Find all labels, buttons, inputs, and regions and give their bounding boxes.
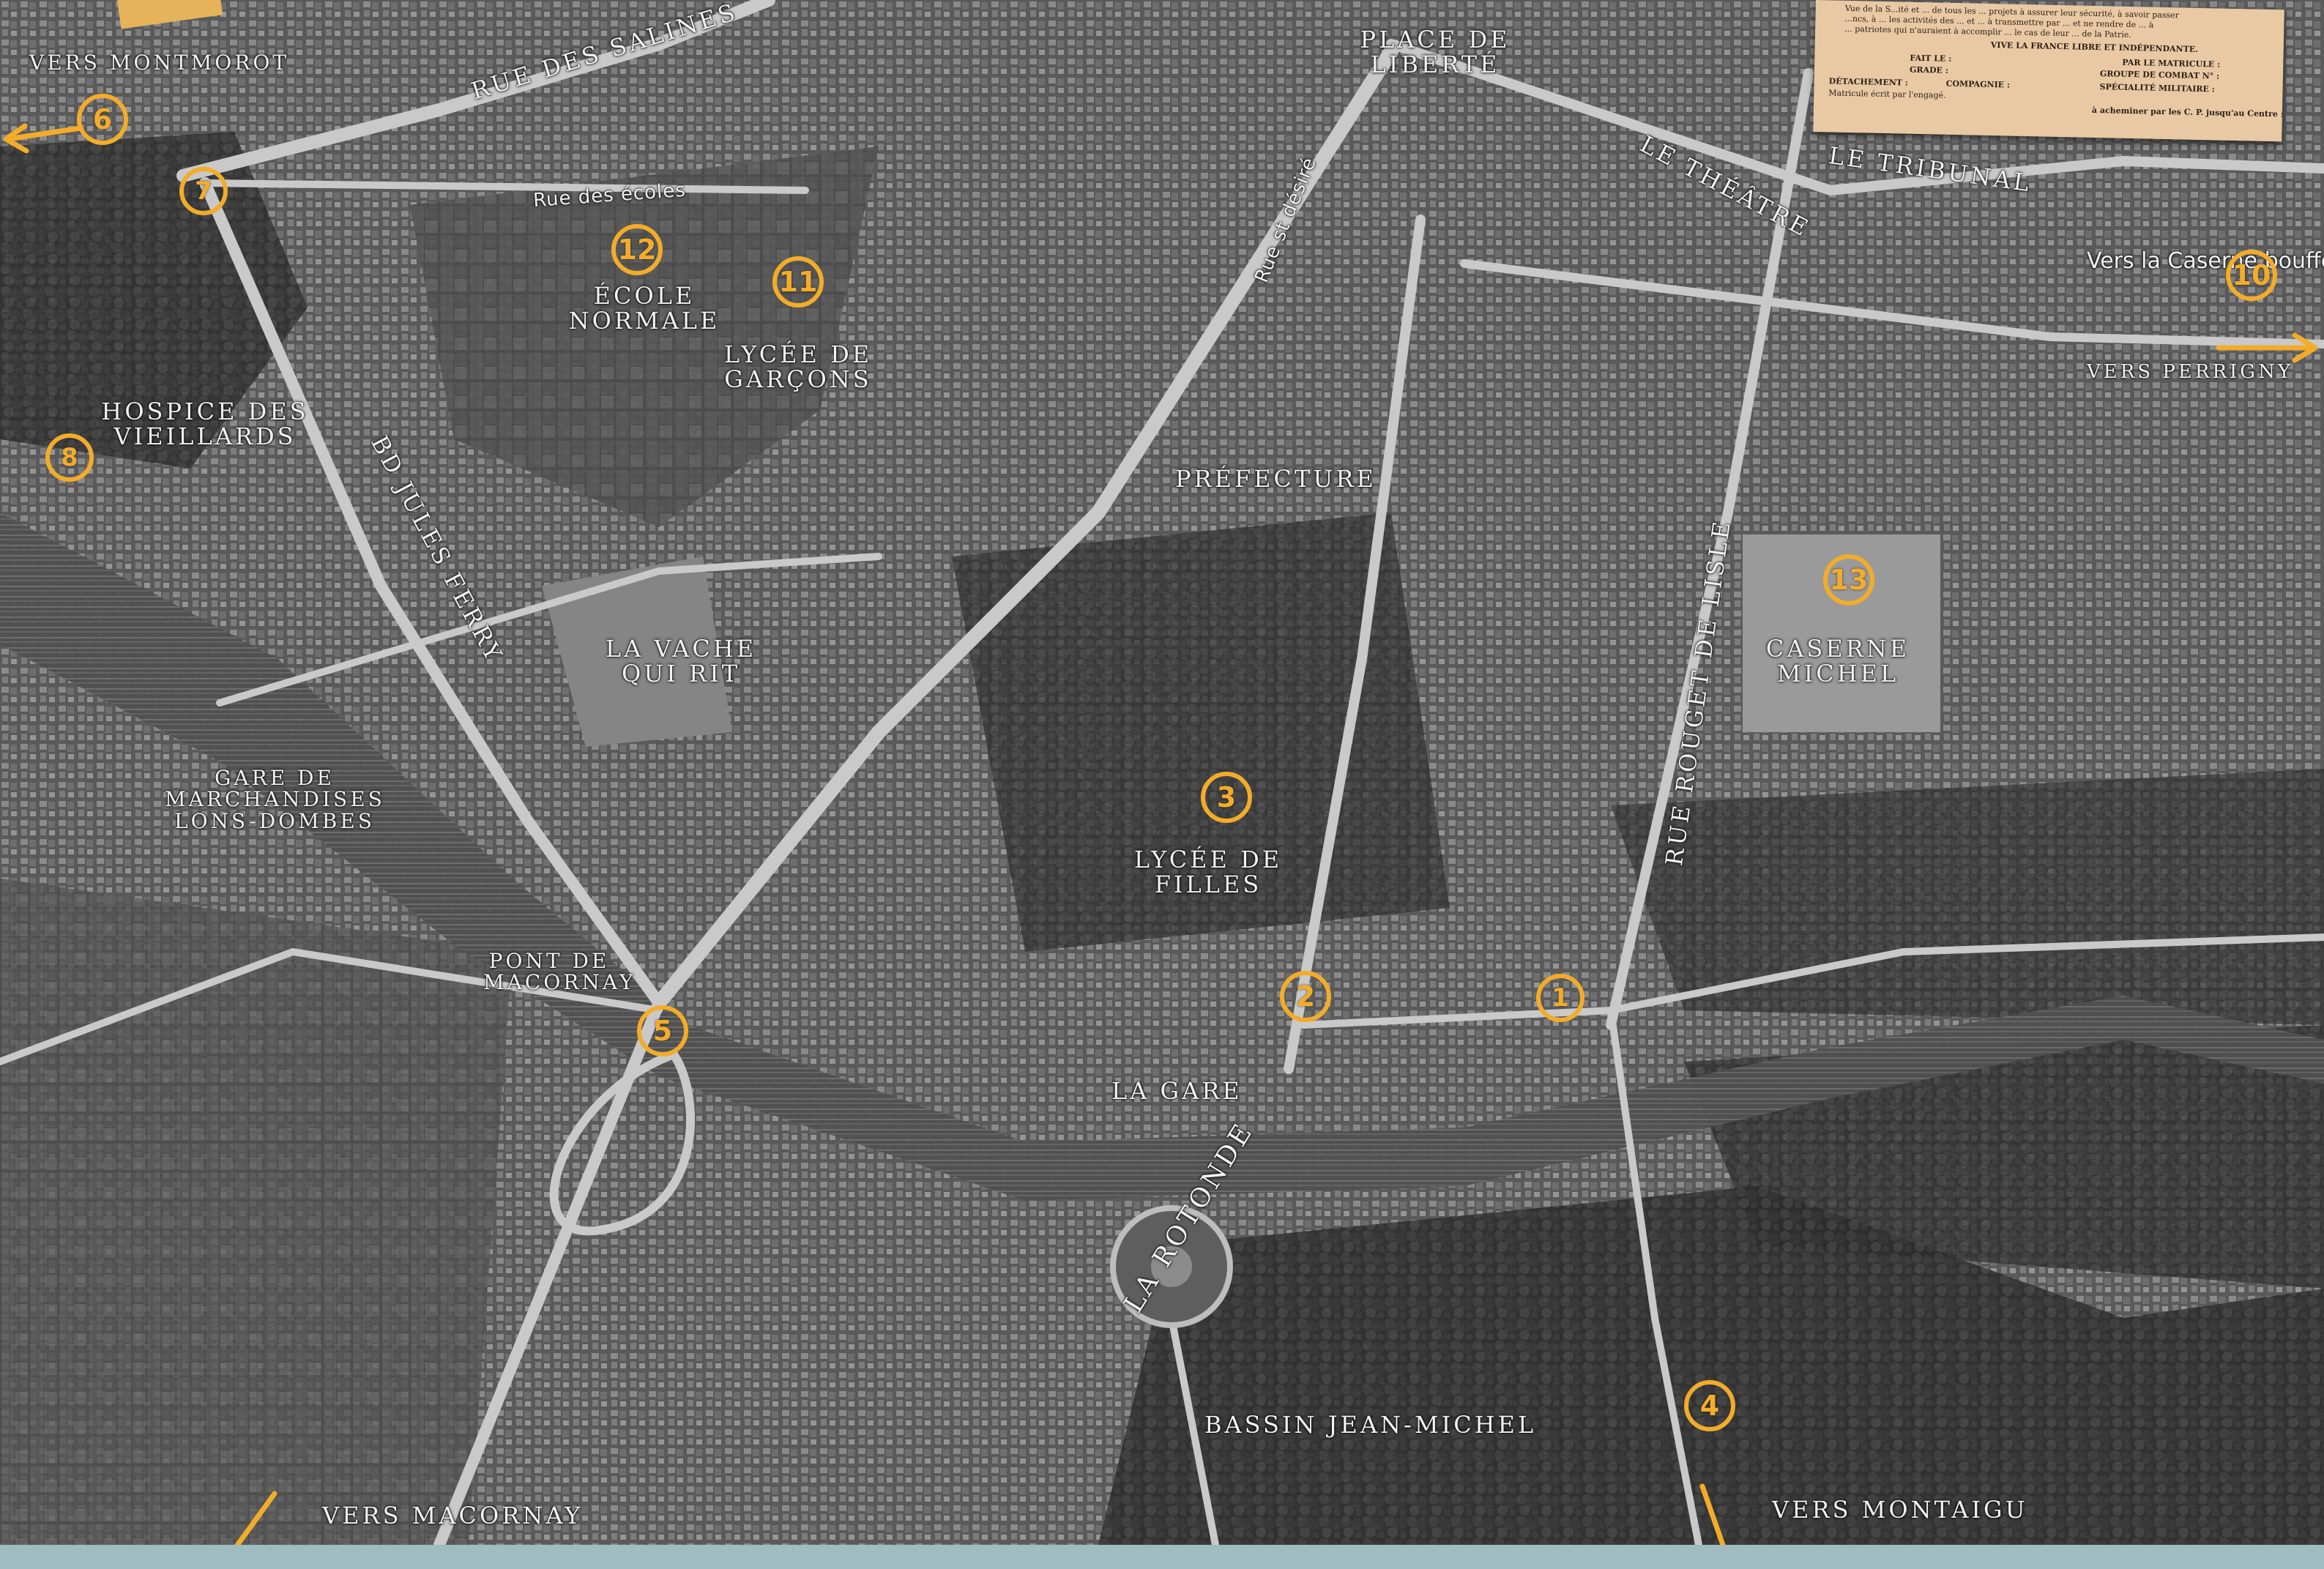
location-marker-12[interactable]: 12 xyxy=(611,224,663,275)
location-marker-7[interactable]: 7 xyxy=(179,167,228,215)
label-place-liberte: PLACE DE LIBERTÉ xyxy=(1360,26,1511,78)
location-marker-8[interactable]: 8 xyxy=(45,433,94,482)
location-marker-3[interactable]: 3 xyxy=(1201,772,1252,823)
label-prefecture: PRÉFECTURE xyxy=(1175,465,1377,493)
label-vers-macornay: VERS MACORNAY xyxy=(322,1502,584,1529)
label-lycee-de-filles: LYCÉE DE FILLES xyxy=(1133,846,1283,898)
arrow-east-icon xyxy=(2216,332,2318,363)
label-lycee-de-garcons: LYCÉE DE GARÇONS xyxy=(723,340,873,393)
label-caserne-michel: CASERNE MICHEL xyxy=(1765,635,1910,687)
location-marker-1[interactable]: 1 xyxy=(1536,974,1584,1022)
label-hospice-des-vieillards: HOSPICE DES VIEILLARDS xyxy=(101,398,309,450)
location-marker-11[interactable]: 11 xyxy=(772,256,824,308)
location-marker-10[interactable]: 10 xyxy=(2226,250,2277,301)
label-vers-montmorot: VERS MONTMOROT xyxy=(29,51,289,75)
label-la-vache-qui-rit: LA VACHE QUI RIT xyxy=(605,635,757,687)
arrow-southwest-icon xyxy=(234,1491,278,1545)
arrow-south-icon xyxy=(1699,1483,1726,1545)
location-marker-2[interactable]: 2 xyxy=(1280,971,1331,1022)
label-la-gare: LA GARE xyxy=(1111,1077,1243,1105)
label-gare-de-marchandises: GARE DE MARCHANDISES LONS-DOMBES xyxy=(165,766,385,833)
bottom-color-band xyxy=(0,1545,2324,1569)
arrow-west-icon xyxy=(3,123,83,154)
label-vers-perrigny: VERS PERRIGNY xyxy=(2087,361,2293,383)
location-marker-4[interactable]: 4 xyxy=(1684,1380,1735,1431)
location-marker-13[interactable]: 13 xyxy=(1823,554,1874,605)
label-pont-de-macornay: PONT DE MACORNAY xyxy=(483,949,636,995)
label-vers-montaigu: VERS MONTAIGU xyxy=(1772,1496,2028,1524)
label-vers-la-caserne: Vers la Caserne bouffez xyxy=(2087,249,2324,273)
label-bassin-jean-michel: BASSIN JEAN-MICHEL xyxy=(1204,1411,1537,1439)
location-marker-5[interactable]: 5 xyxy=(637,1005,688,1056)
label-ecole-normale: ÉCOLE NORMALE xyxy=(568,282,720,335)
location-marker-6[interactable]: 6 xyxy=(77,94,128,145)
